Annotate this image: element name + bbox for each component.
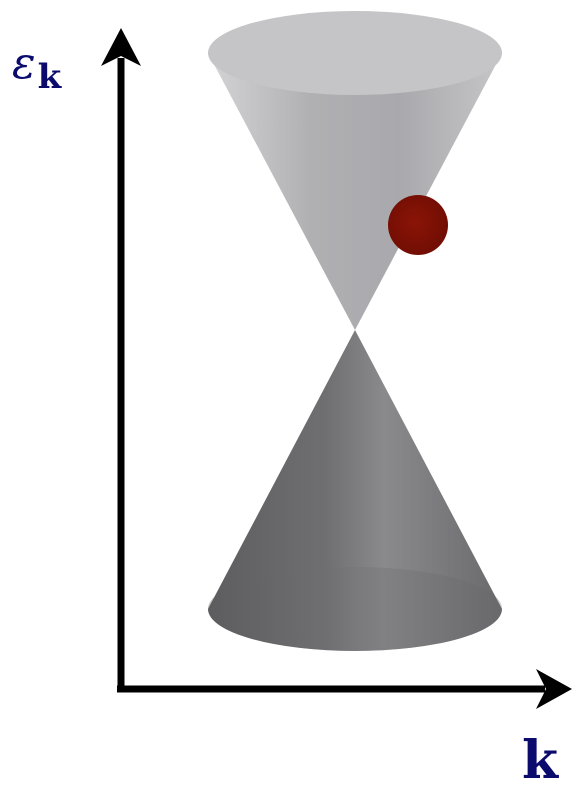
upper-dirac-cone [208,11,502,330]
upper-cone-top [208,11,502,95]
x-axis [117,669,572,709]
y-axis-label: εk [12,38,63,97]
lower-cone-base [208,567,502,651]
lower-dirac-cone [208,330,502,651]
electron-particle [388,195,448,255]
x-axis-label: k [522,730,559,785]
y-axis [101,28,141,692]
